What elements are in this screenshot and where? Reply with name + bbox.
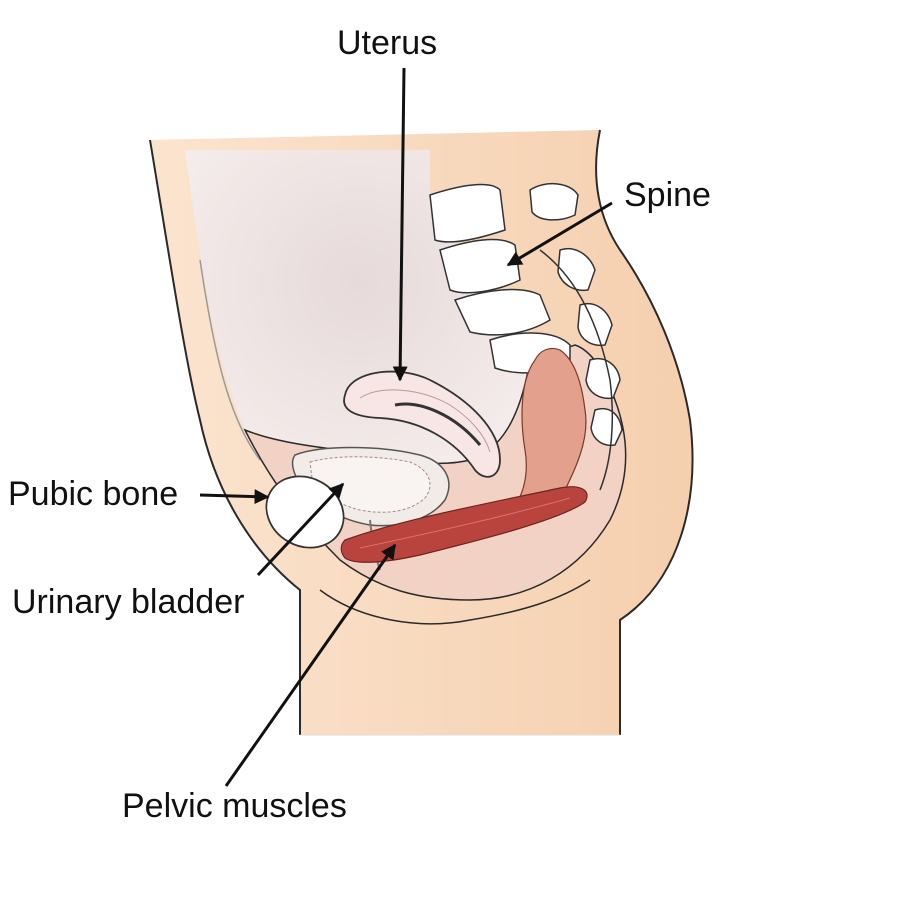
spine-label: Spine: [624, 176, 711, 214]
uterus-arrow: [392, 67, 408, 382]
pelvic-muscles-arrow: [224, 543, 397, 787]
pelvic-muscles: [340, 486, 588, 563]
leader-arrows: [199, 67, 613, 787]
urinary-bladder-label: Urinary bladder: [12, 583, 245, 621]
spine: [429, 183, 623, 491]
uterus-label: Uterus: [337, 24, 438, 62]
rectum: [508, 347, 587, 517]
urinary-bladder-arrow: [256, 482, 345, 577]
uterus: [343, 370, 501, 478]
pubic-bone-label: Pubic bone: [8, 475, 179, 513]
spine-arrow: [506, 201, 613, 267]
pelvic-muscles-label: Pelvic muscles: [122, 787, 347, 825]
pubic-bone-arrow: [199, 489, 270, 505]
